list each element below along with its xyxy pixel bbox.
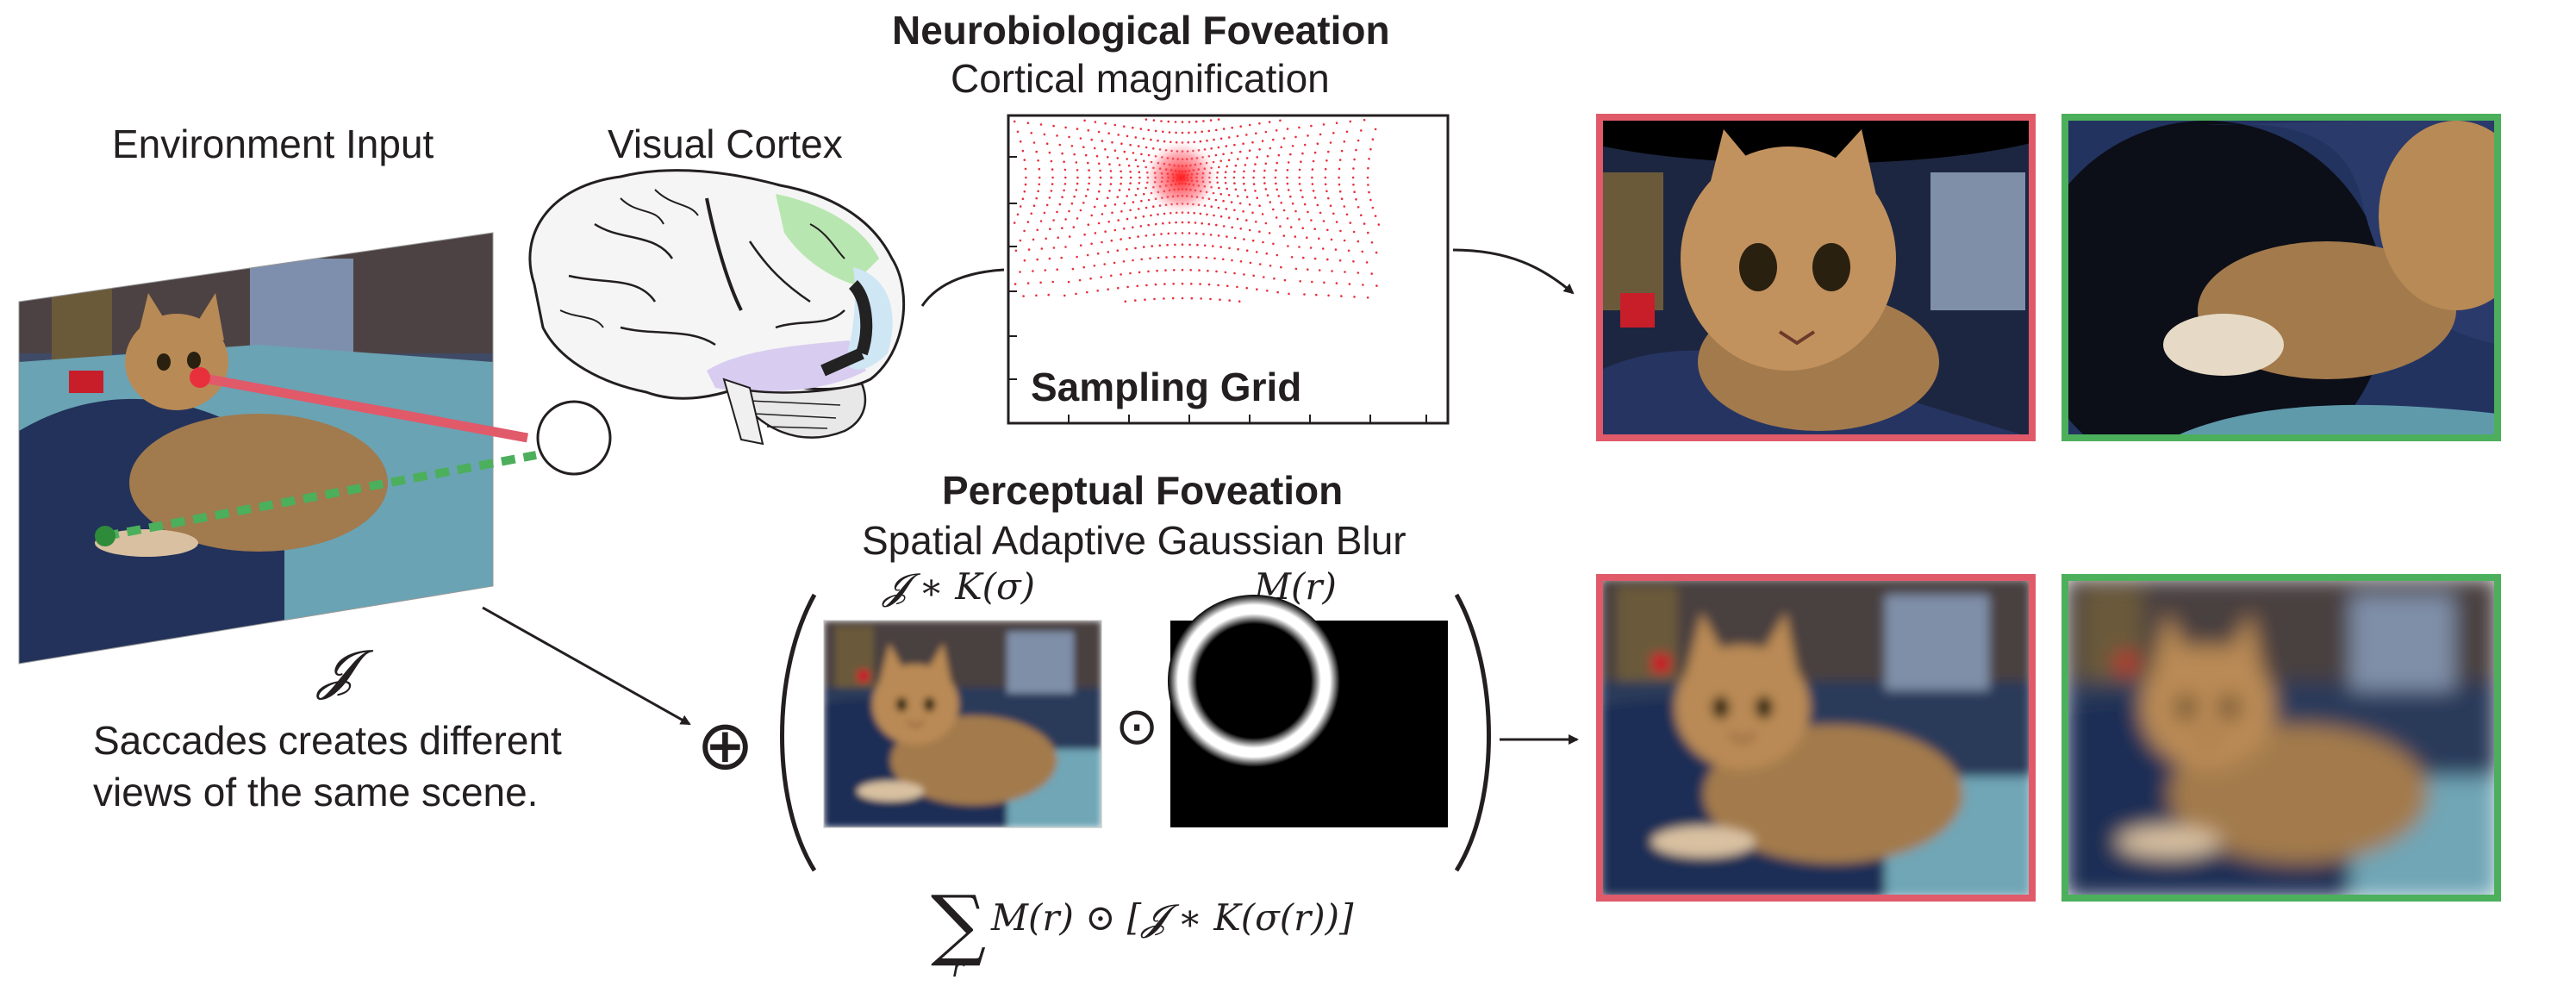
perceptual-output-green-frame — [2061, 574, 2501, 902]
sampling-grid-label: Sampling Grid — [1031, 365, 1301, 409]
ring-mask-annulus — [1168, 595, 1340, 767]
blurred-input-image — [824, 621, 1101, 827]
eye-circle — [536, 400, 612, 476]
perceptual-output-red-frame — [1596, 574, 2036, 902]
gaussian-blur-subtitle: Spatial Adaptive Gaussian Blur — [862, 518, 1407, 563]
left-parenthesis — [780, 593, 817, 872]
environment-input-label: Environment Input — [112, 122, 434, 166]
green-fixation-line — [104, 451, 537, 540]
red-fixation-line — [199, 372, 528, 443]
sampling-grid-box — [1007, 114, 1450, 425]
environment-input-image — [19, 233, 493, 664]
green-fixation-point — [95, 526, 115, 546]
input-to-perceptual-arrow — [482, 606, 691, 726]
blur-term-label: 𝓙 ∗ K(σ) — [883, 565, 1036, 608]
neurobiological-foveation-title: Neurobiological Foveation — [892, 8, 1390, 53]
sum-body: M(r) ⊙ [𝓙 ∗ K(σ(r))] — [991, 896, 1354, 939]
sum-index: r — [951, 953, 964, 983]
cortical-magnification-subtitle: Cortical magnification — [951, 56, 1330, 101]
input-symbol-j: 𝓙 — [317, 638, 354, 701]
neuro-output-red-view — [1600, 117, 2032, 438]
cortex-to-grid-curve — [920, 268, 1005, 307]
neuro-output-green-view — [2065, 117, 2498, 438]
saccade-caption-line1: Saccades creates different — [93, 718, 562, 763]
odot-operator: ⊙ — [1115, 696, 1159, 757]
perceptual-foveation-title: Perceptual Foveation — [942, 468, 1344, 513]
sum-symbol: ∑ — [931, 879, 987, 970]
visual-cortex-label: Visual Cortex — [608, 122, 843, 166]
neuro-output-green-frame — [2061, 114, 2501, 441]
oplus-operator: ⊕ — [696, 705, 755, 785]
foveal-center-glow — [1141, 138, 1220, 217]
neuro-output-red-frame — [1596, 114, 2036, 441]
grid-to-output-arrow — [1452, 248, 1575, 295]
red-fixation-point — [190, 367, 210, 388]
perceptual-output-green-view — [2065, 577, 2498, 898]
sampling-grid-ticks — [1008, 156, 1427, 423]
brain-illustration — [528, 169, 906, 446]
perceptual-output-red-view — [1600, 577, 2032, 898]
saccade-caption-line2: views of the same scene. — [93, 770, 539, 814]
right-parenthesis — [1454, 593, 1491, 872]
